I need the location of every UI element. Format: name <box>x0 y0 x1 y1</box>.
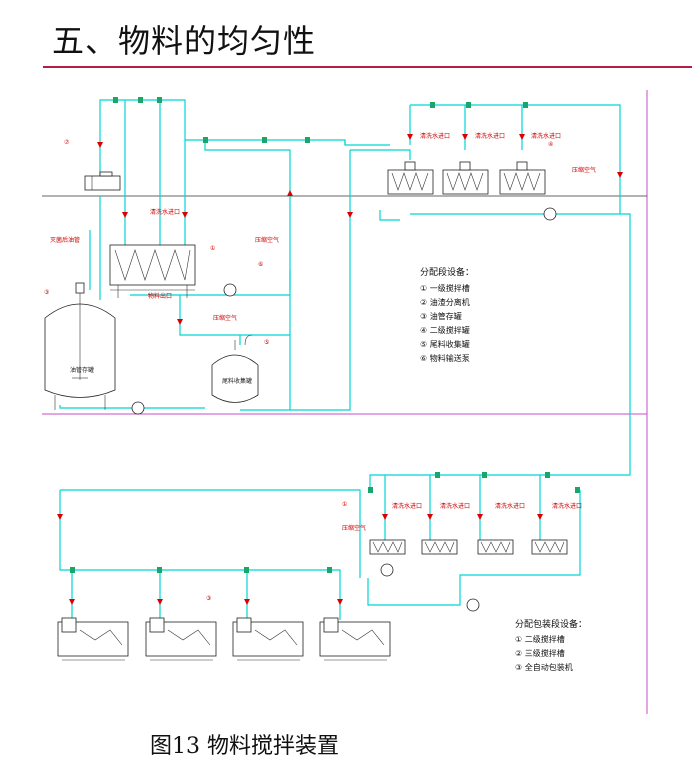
slide-title: 五、物料的均匀性 <box>52 22 317 60</box>
legend-top-title: 分配段设备： <box>420 266 474 278</box>
packaging-machine-3 <box>232 617 304 661</box>
pumps <box>131 207 557 612</box>
second-mixing-tanks <box>387 161 546 195</box>
legend-bottom-title: 分配包装段设备： <box>515 618 587 630</box>
flow-arrows <box>57 134 623 605</box>
legend-top-item-5: ⑤ 尾料收集罐 <box>420 339 470 349</box>
first-mixing-tank <box>109 244 196 298</box>
label-compressed-air-1: 压缩空气 <box>255 236 279 244</box>
label-tail-tank: 尾料收集罐 <box>222 377 252 385</box>
label-cleaning-inlet-6: 清洗水进口 <box>440 502 470 510</box>
second-mixing-tank-2 <box>442 161 489 195</box>
callout-4-top: ④ <box>548 141 553 148</box>
legend-bottom-item-2: ② 三级搅拌槽 <box>515 648 565 658</box>
second-mixing-tank-1 <box>387 161 434 195</box>
label-cleaning-inlet-7: 清洗水进口 <box>495 502 525 510</box>
second-mixing-tank-3 <box>499 161 546 195</box>
label-cleaning-inlet-1: 清洗水进口 <box>150 208 180 216</box>
callout-5-top: ⑤ <box>264 339 269 346</box>
packaging-machine-1 <box>57 617 129 661</box>
tail-collection-tank <box>211 334 259 403</box>
legend-bottom-item-1: ① 二级搅拌槽 <box>515 634 565 644</box>
callout-7-top: ⑦ <box>64 139 70 146</box>
legend-top-item-6: ⑥ 物料输送泵 <box>420 353 470 363</box>
packaging-machine-2 <box>145 617 217 661</box>
callout-1-top: ① <box>210 245 215 252</box>
label-cleaning-inlet-2: 清洗水进口 <box>420 132 450 140</box>
top-pipes <box>59 99 631 620</box>
callout-6-top: ⑥ <box>258 261 263 268</box>
label-compressed-air-3: 压缩空气 <box>572 166 596 174</box>
third-mixing-tank-3 <box>477 539 514 555</box>
label-material-outlet: 物料出口 <box>148 292 172 300</box>
legend-top-item-2: ② 油渣分离机 <box>420 297 470 307</box>
legend-top-item-4: ④ 二级搅拌罐 <box>420 325 470 335</box>
valves <box>70 97 580 573</box>
label-cleaning-inlet-3: 清洗水进口 <box>475 132 505 140</box>
third-mixing-tank-4 <box>531 539 568 555</box>
third-mixing-tanks <box>369 539 568 555</box>
label-cleaning-inlet-5: 清洗水进口 <box>392 502 422 510</box>
legend-bottom-item-3: ③ 全自动包装机 <box>515 662 573 672</box>
legend-top-item-3: ③ 油管存罐 <box>420 311 462 321</box>
label-cleaning-inlet-4: 清洗水进口 <box>531 132 561 140</box>
label-compressed-air-2: 压缩空气 <box>213 314 237 322</box>
callout-3-bottom: ③ <box>206 595 211 602</box>
third-mixing-tank-1 <box>369 539 406 555</box>
oil-separator <box>84 171 121 191</box>
third-mixing-tank-2 <box>421 539 458 555</box>
oil-storage-tank <box>44 282 116 410</box>
callout-1-bottom: ① <box>342 501 347 508</box>
label-compressed-air-4: 压缩空气 <box>342 524 366 532</box>
label-sterilized-oil-pipe: 灭菌后油管 <box>50 236 80 244</box>
packaging-machine-4 <box>319 617 391 661</box>
packaging-machines <box>57 617 391 661</box>
callout-3-top: ③ <box>44 289 49 296</box>
title-divider <box>43 66 692 68</box>
label-storage-tank: 油管存罐 <box>70 366 94 374</box>
label-cleaning-inlet-8: 清洗水进口 <box>552 502 582 510</box>
legend-top-item-1: ① 一级搅拌槽 <box>420 283 470 293</box>
figure-caption: 图13 物料搅拌装置 <box>150 734 339 759</box>
